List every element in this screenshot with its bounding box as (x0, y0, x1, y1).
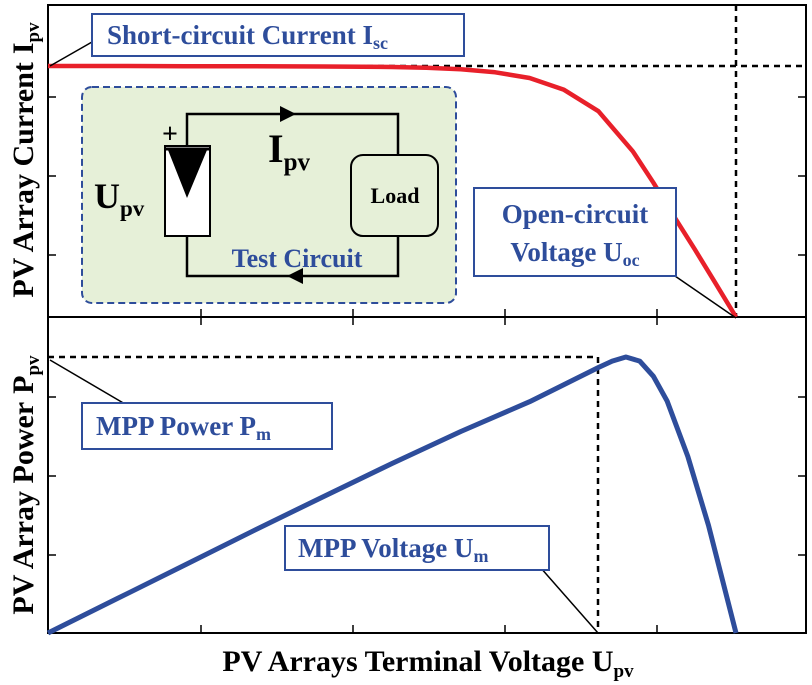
isc-annotation-text: Short-circuit Current Isc (107, 20, 388, 53)
uoc-leader-line (674, 275, 737, 319)
um-leader-line (539, 566, 599, 634)
uoc-annotation-line1: Open-circuit (502, 199, 648, 229)
voltage-axis-label-main: PV Arrays Terminal Voltage U (222, 645, 613, 678)
power-axis-label: PV Array Power Ppv (7, 355, 44, 615)
um-annotation: MPP Voltage Um (284, 525, 550, 571)
uoc-annotation-box (473, 187, 677, 277)
power-axis-label-main: PV Array Power (7, 402, 40, 615)
isc-annotation-sub: sc (373, 33, 388, 53)
um-annotation-text: MPP Voltage Um (298, 533, 489, 566)
pm-annotation-base: MPP Power P (96, 411, 256, 441)
isc-leader-line (49, 41, 93, 67)
isc-annotation-base: Short-circuit Current I (107, 20, 373, 50)
pm-annotation: MPP Power Pm (81, 402, 333, 450)
load-box (350, 154, 439, 237)
current-axis-label-sub: pv (23, 22, 44, 43)
voltage-axis-label-sub: pv (614, 661, 635, 682)
pm-annotation-sub: m (256, 424, 271, 444)
current-arrow-bottom (287, 268, 303, 284)
um-annotation-box (284, 525, 550, 571)
inset-current-label: Ipv (268, 126, 310, 176)
inset-voltage-base: U (94, 176, 120, 216)
uoc-annotation-line2: Voltage Uoc (510, 237, 639, 270)
isc-annotation-box (91, 13, 465, 57)
inset-title: Test Circuit (232, 244, 363, 273)
isc-annotation: Short-circuit Current Isc (91, 13, 465, 57)
inset-box (81, 86, 457, 304)
current-axis-label-base: I (7, 42, 40, 54)
pm-leader-line (49, 359, 126, 405)
test-circuit-inset: Load + Ipv Upv Test Circuit (81, 86, 457, 304)
inset-voltage-label: Upv (94, 176, 145, 221)
power-curve-series (46, 354, 739, 636)
um-annotation-base: MPP Voltage U (298, 533, 474, 563)
load-label: Load (371, 183, 420, 208)
inset-current-sub: pv (284, 149, 311, 176)
uoc-annotation: Open-circuit Voltage Uoc (473, 187, 677, 277)
voltage-axis-label: PV Arrays Terminal Voltage Upv (222, 645, 634, 682)
pv-diode-icon (168, 150, 207, 198)
power-axis-label-sub: pv (23, 355, 44, 376)
current-axis-label: PV Array Current Ipv (7, 22, 44, 298)
power-axis-label-base: P (7, 376, 40, 394)
uoc-annotation-sub: oc (623, 250, 640, 270)
uoc-annotation-base: Voltage U (510, 237, 622, 267)
um-annotation-sub: m (474, 546, 489, 566)
inset-current-base: I (268, 126, 284, 171)
pm-annotation-text: MPP Power Pm (96, 411, 271, 444)
current-axis-label-main: PV Array Current (7, 62, 40, 298)
plus-sign: + (162, 119, 178, 150)
power-panel-frame (47, 316, 807, 634)
inset-voltage-sub: pv (120, 196, 145, 221)
axis-ticks (48, 96, 806, 633)
current-curve-series (48, 63, 738, 319)
pm-annotation-box (81, 402, 333, 450)
current-arrow-top (280, 106, 296, 122)
